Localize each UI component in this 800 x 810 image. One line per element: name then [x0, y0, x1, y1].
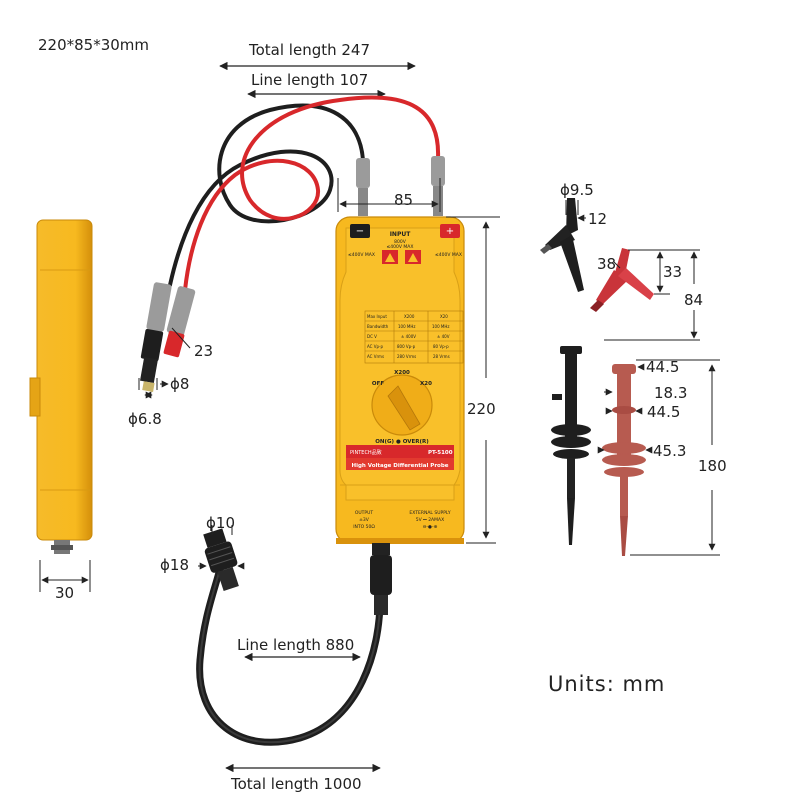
device-labels: − + INPUT 800V ≤400V MAX ≤400V MAX ≤400V…: [348, 226, 462, 530]
spec-table: [364, 310, 464, 364]
svg-text:Bandwidth: Bandwidth: [367, 324, 389, 329]
plus-label: +: [446, 226, 454, 237]
size-label: 220*85*30mm: [38, 36, 150, 54]
test-hook-black: [551, 346, 591, 545]
clip-diameter-label: ϕ9.5: [560, 181, 594, 199]
body-length-label: 220: [467, 400, 496, 418]
status-label: ON(G) ● OVER(R): [375, 439, 429, 445]
svg-text:AC Vrms: AC Vrms: [367, 354, 384, 359]
alligator-clip-red: [590, 248, 654, 312]
line-length-top-label: Line length 107: [251, 71, 369, 89]
cable-diameter-label: ϕ18: [160, 556, 189, 574]
svg-text:Max Input: Max Input: [367, 314, 387, 319]
clip-84-label: 84: [684, 291, 704, 309]
input-label: INPUT: [390, 231, 412, 238]
hook-45-3-label: 45.3: [653, 442, 687, 460]
alligator-clip-black: [540, 198, 584, 292]
svg-text:± 400V: ± 400V: [401, 334, 416, 339]
clip-dimensions: [565, 200, 700, 341]
bnc-plug: [203, 528, 239, 592]
svg-text:800 Vp-p: 800 Vp-p: [397, 344, 416, 349]
svg-text:± 40V: ± 40V: [437, 334, 450, 339]
output-cable: [196, 544, 384, 746]
body-dimensions: [337, 178, 500, 544]
x20-label: X20: [420, 381, 432, 387]
output-voltage: ±3V: [359, 517, 370, 523]
svg-text:X200: X200: [404, 314, 415, 319]
lead-plug-black: [140, 282, 172, 392]
side-width-label: 30: [55, 584, 75, 602]
plug-dimensions: [138, 327, 191, 399]
input-spacing-label: 85: [394, 191, 414, 209]
input-leads: [168, 95, 441, 292]
plus-terminal: [440, 224, 460, 238]
test-hook-red: [602, 364, 646, 556]
plug-length-label: 23: [194, 342, 214, 360]
model-label: PT-5100: [428, 450, 453, 456]
off-label: OFF: [372, 381, 384, 387]
svg-text:100 MHz: 100 MHz: [432, 324, 449, 329]
minus-terminal: [350, 224, 370, 238]
strain-relief-probe: [370, 543, 392, 615]
probe-body: [335, 216, 465, 544]
polarity-symbol: ⊖-●-⊕: [423, 525, 438, 530]
left-max-label: ≤400V MAX: [348, 252, 375, 258]
svg-text:X20: X20: [440, 314, 448, 319]
plug-inner-diameter-label: ϕ6.8: [128, 410, 162, 428]
hook-18-3-label: 18.3: [654, 384, 688, 402]
brand-band: [346, 445, 454, 458]
total-length-bottom-label: Total length 1000: [231, 775, 362, 793]
x200-label: X200: [394, 370, 410, 376]
bottom-dimensions: [225, 652, 381, 773]
clip-12-label: 12: [588, 210, 608, 228]
minus-label: −: [356, 226, 364, 237]
svg-text:DC V: DC V: [367, 334, 377, 339]
plug-outer-diameter-label: ϕ8: [170, 375, 190, 393]
lead-plug-red: [163, 286, 196, 358]
svg-text:280 Vrms: 280 Vrms: [397, 354, 416, 359]
side-view: [29, 219, 93, 592]
bnc-diameter-label: ϕ10: [206, 514, 235, 532]
total-length-top-label: Total length 247: [249, 41, 371, 59]
external-supply-label: EXTERNAL SUPPLY: [409, 510, 450, 516]
svg-text:AC Vp-p: AC Vp-p: [367, 344, 383, 349]
spec-table-text: Max Input X200 X20 Bandwidth 100 MHz 100…: [367, 314, 450, 359]
right-max-label: ≤400V MAX: [435, 252, 462, 258]
input-plug-red: [431, 156, 445, 216]
units-label: Units: mm: [548, 672, 666, 696]
voltage-top: 800V: [394, 239, 407, 245]
hook-dimensions: [597, 359, 720, 556]
brand-label: PINTECH品致: [350, 449, 382, 456]
output-label: OUTPUT: [355, 510, 374, 516]
svg-text:100 MHz: 100 MHz: [398, 324, 415, 329]
svg-text:80 Vp-p: 80 Vp-p: [433, 344, 449, 349]
clip-33-label: 33: [663, 263, 683, 281]
voltage-top2: ≤400V MAX: [387, 244, 414, 250]
hook-44-5-bottom-label: 44.5: [647, 403, 681, 421]
svg-text:28 Vrms: 28 Vrms: [433, 354, 450, 359]
top-dimensions: [219, 61, 416, 99]
input-plug-black: [356, 158, 370, 216]
product-label: High Voltage Differential Probe: [351, 463, 448, 469]
hook-180-label: 180: [698, 457, 727, 475]
clip-38-label: 38: [597, 255, 617, 273]
external-supply-rating: 5V ⎓ 2AMAX: [416, 517, 444, 523]
hook-44-5-top-label: 44.5: [646, 358, 680, 376]
line-length-bottom-label: Line length 880: [237, 636, 355, 654]
bnc-dimensions: [198, 525, 245, 570]
output-impedance: INTO 50Ω: [353, 524, 375, 530]
